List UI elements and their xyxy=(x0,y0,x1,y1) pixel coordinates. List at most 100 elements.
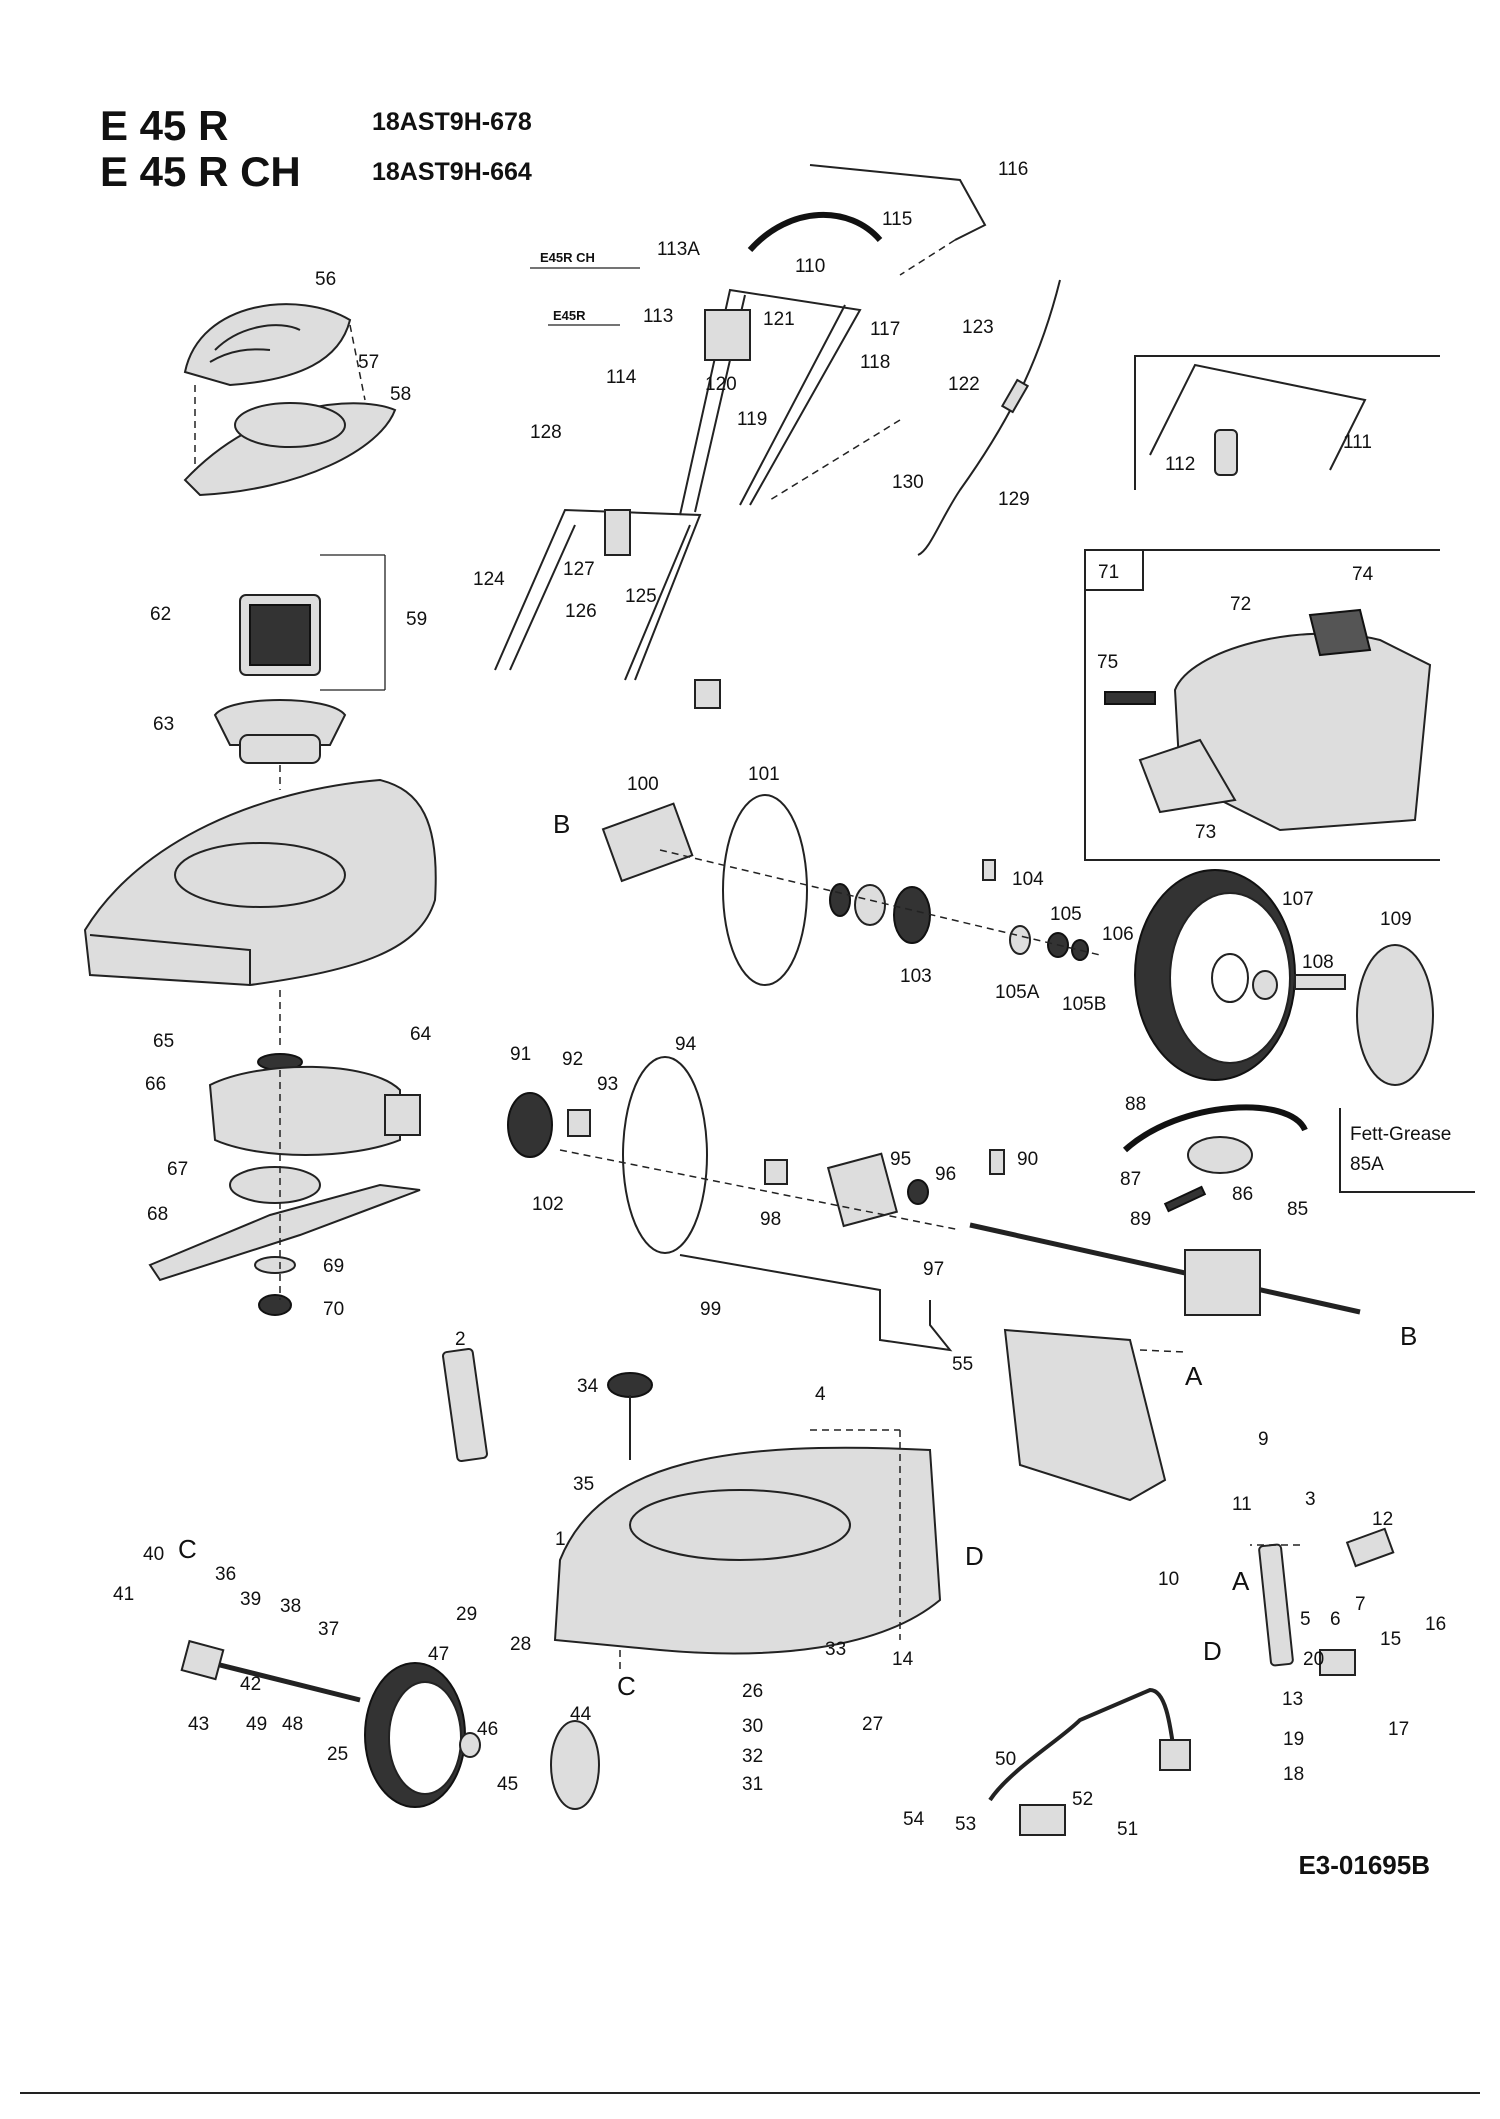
callout-107: 107 xyxy=(1282,889,1314,910)
callout-48: 48 xyxy=(282,1714,303,1735)
callout-96: 96 xyxy=(935,1164,956,1185)
callout-43: 43 xyxy=(188,1714,209,1735)
callout-111: 111 xyxy=(1343,432,1372,453)
marker-a-1: A xyxy=(1185,1361,1203,1391)
variant-label-r: E45R xyxy=(553,308,586,323)
callout-115: 115 xyxy=(882,209,912,230)
grip-inset-box xyxy=(1134,355,1440,490)
callout-105b: 105B xyxy=(1062,994,1106,1015)
callout-87: 87 xyxy=(1120,1169,1141,1190)
callout-75: 75 xyxy=(1097,652,1118,673)
callout-117: 117 xyxy=(870,319,900,340)
callout-119: 119 xyxy=(737,409,767,430)
callout-30: 30 xyxy=(742,1716,763,1737)
callout-90: 90 xyxy=(1017,1149,1038,1170)
callout-127: 127 xyxy=(563,559,595,580)
drawing-reference-number: E3-01695B xyxy=(1298,1850,1430,1880)
handle-knob xyxy=(607,1372,653,1460)
callout-47: 47 xyxy=(428,1644,449,1665)
callout-46: 46 xyxy=(477,1719,498,1740)
callout-113: 113 xyxy=(643,306,673,327)
callout-102: 102 xyxy=(532,1194,564,1215)
marker-c-1: C xyxy=(178,1534,197,1564)
callout-14: 14 xyxy=(892,1649,914,1670)
callout-103: 103 xyxy=(900,966,932,987)
bowden-cable xyxy=(769,279,1061,556)
callout-89: 89 xyxy=(1130,1209,1151,1230)
callout-95: 95 xyxy=(890,1149,911,1170)
callout-28: 28 xyxy=(510,1634,531,1655)
model-code-primary: 18AST9H-678 xyxy=(372,108,532,136)
marker-c-2: C xyxy=(617,1671,636,1701)
callout-12: 12 xyxy=(1372,1509,1393,1530)
model-name-primary: E 45 R xyxy=(100,102,229,149)
callout-116: 116 xyxy=(998,159,1028,180)
callout-42: 42 xyxy=(240,1674,261,1695)
callout-118: 118 xyxy=(860,352,890,373)
callout-114: 114 xyxy=(606,367,637,388)
callout-26: 26 xyxy=(742,1681,763,1702)
callout-123: 123 xyxy=(962,317,994,338)
marker-d-2: D xyxy=(1203,1636,1222,1666)
callout-105: 105 xyxy=(1050,904,1082,925)
callout-31: 31 xyxy=(742,1774,763,1795)
rear-right-wheel xyxy=(1134,869,1434,1086)
callout-122: 122 xyxy=(948,374,980,395)
callout-98: 98 xyxy=(760,1209,781,1230)
callout-112: 112 xyxy=(1165,454,1195,475)
callout-52: 52 xyxy=(1072,1789,1093,1810)
callout-55: 55 xyxy=(952,1354,973,1375)
callout-2: 2 xyxy=(455,1329,466,1350)
callout-105a: 105A xyxy=(995,982,1040,1003)
main-mower-deck xyxy=(553,1429,942,1655)
callout-67: 67 xyxy=(167,1159,188,1180)
callout-33: 33 xyxy=(825,1639,846,1660)
callout-18: 18 xyxy=(1283,1764,1304,1785)
callout-3: 3 xyxy=(1305,1489,1316,1510)
marker-b-2: B xyxy=(1400,1321,1417,1351)
callout-130: 130 xyxy=(892,472,924,493)
callout-99: 99 xyxy=(700,1299,721,1320)
callout-120: 120 xyxy=(705,374,737,395)
callout-19: 19 xyxy=(1283,1729,1304,1750)
callout-6: 6 xyxy=(1330,1609,1341,1630)
callout-57: 57 xyxy=(358,352,379,373)
callout-25: 25 xyxy=(327,1744,348,1765)
callout-38: 38 xyxy=(280,1596,301,1617)
callout-104: 104 xyxy=(1012,869,1044,890)
handle-grip-detail xyxy=(1149,363,1367,476)
front-axle-and-wheel xyxy=(180,1639,600,1810)
callout-27: 27 xyxy=(862,1714,883,1735)
callout-5: 5 xyxy=(1300,1609,1311,1630)
callout-128: 128 xyxy=(530,422,562,443)
callout-108: 108 xyxy=(1302,952,1334,973)
variant-label-ch: E45R CH xyxy=(540,250,595,265)
callout-4: 4 xyxy=(815,1384,826,1405)
callout-97: 97 xyxy=(923,1259,944,1280)
callout-20: 20 xyxy=(1303,1649,1324,1670)
callout-53: 53 xyxy=(955,1814,976,1835)
callout-9: 9 xyxy=(1258,1429,1269,1450)
model-name-secondary: E 45 R CH xyxy=(100,148,301,195)
rear-axle-drive-parts xyxy=(507,1056,1005,1352)
callout-54: 54 xyxy=(903,1809,925,1830)
callout-45: 45 xyxy=(497,1774,518,1795)
marker-d-1: D xyxy=(965,1541,984,1571)
motor-cover xyxy=(183,303,397,497)
callout-100: 100 xyxy=(627,774,659,795)
grass-collector-bag xyxy=(1104,608,1432,832)
height-adjust-bracket xyxy=(1258,1527,1395,1676)
callout-65: 65 xyxy=(153,1031,174,1052)
callout-86: 86 xyxy=(1232,1184,1253,1205)
marker-b-1: B xyxy=(553,809,570,839)
callout-32: 32 xyxy=(742,1746,763,1767)
callout-88: 88 xyxy=(1125,1094,1146,1115)
callout-56: 56 xyxy=(315,269,336,290)
callout-29: 29 xyxy=(456,1604,477,1625)
callout-51: 51 xyxy=(1117,1819,1138,1840)
callout-7: 7 xyxy=(1355,1594,1366,1615)
